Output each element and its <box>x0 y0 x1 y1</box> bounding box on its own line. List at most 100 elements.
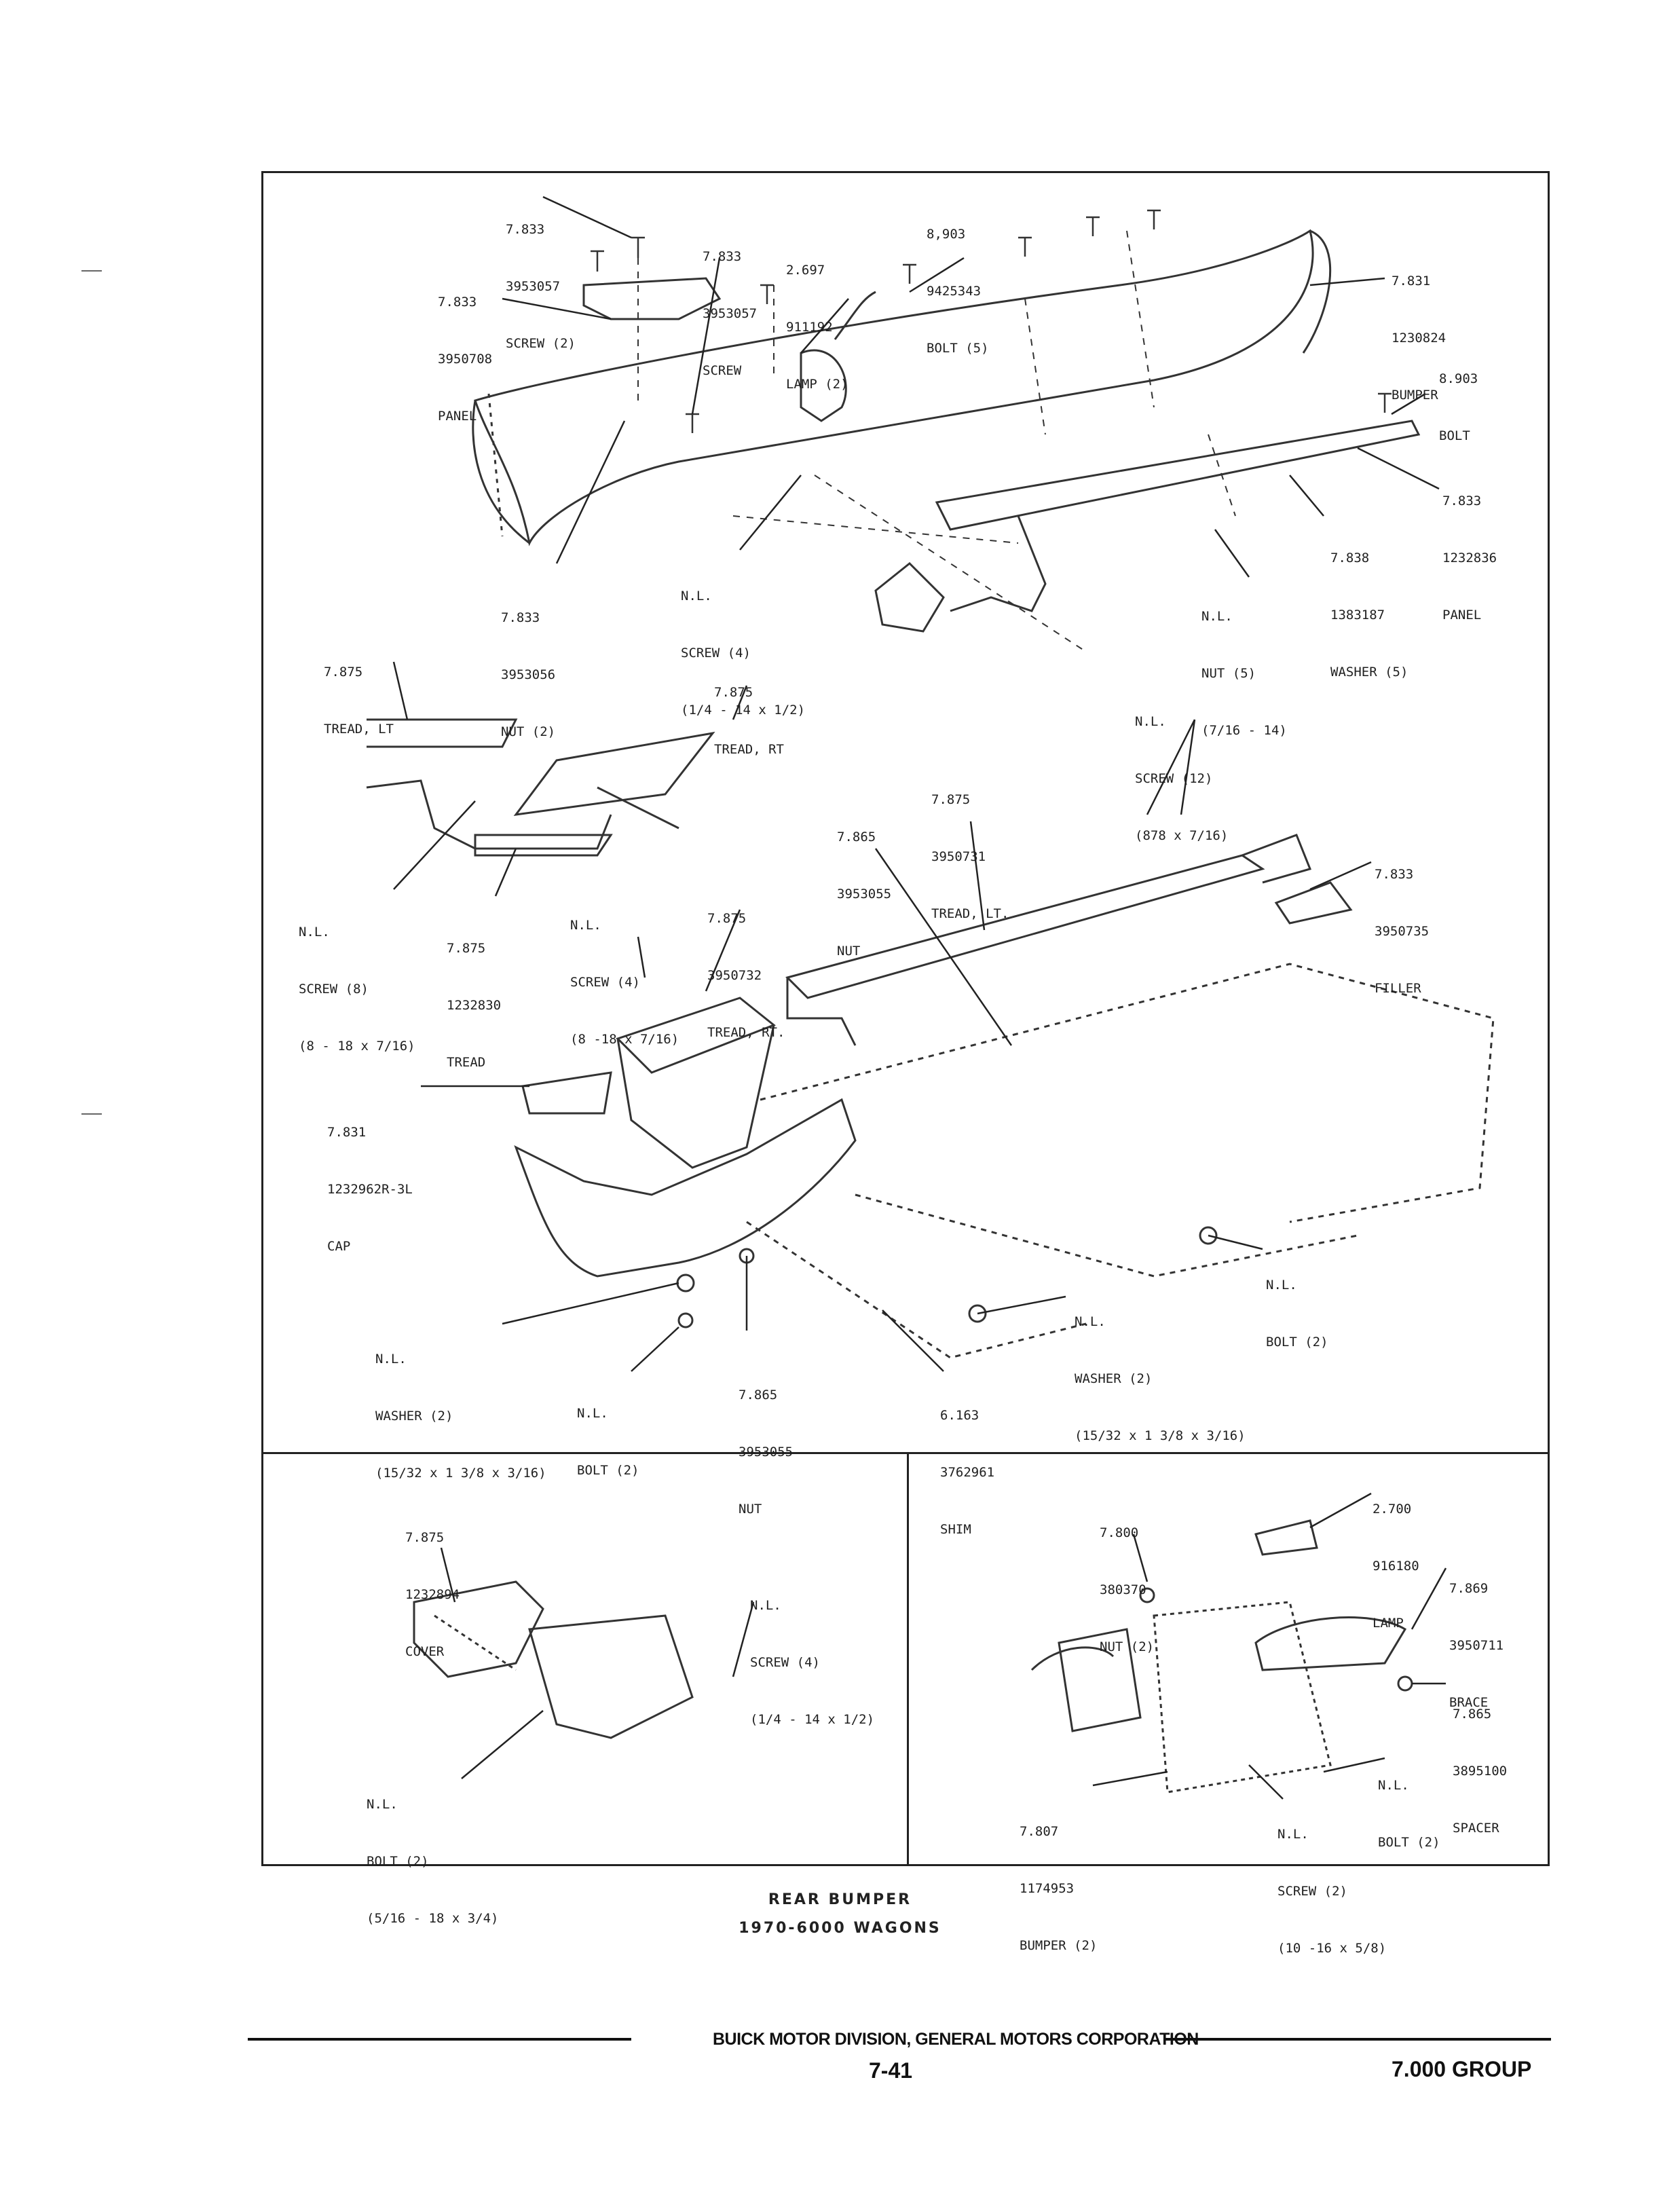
callout-washer-2-right: N.L. WASHER (2) (15/32 x 1 3/8 x 3/16) <box>1075 1274 1246 1464</box>
label-line: 7.838 <box>1330 551 1370 565</box>
label-line: 7.865 <box>837 830 876 844</box>
callout-tread-rt-small: 7.875 TREAD, RT <box>714 645 784 778</box>
callout-tread-rt-big: 7.875 3950732 TREAD, RT. <box>707 871 785 1061</box>
label-line: 7.865 <box>739 1388 778 1402</box>
label-line: SCREW <box>703 363 742 378</box>
label-line: SCREW (2) <box>1277 1884 1347 1899</box>
label-line: FILLER <box>1375 981 1421 996</box>
label-line: 7.833 <box>1375 867 1414 882</box>
label-line: 7.875 <box>447 941 486 956</box>
callout-screw-2-top: 7.833 3953057 SCREW (2) <box>506 182 576 372</box>
callout-screw-8: N.L. SCREW (8) (8 - 18 x 7/16) <box>299 885 415 1075</box>
rear-bumper-bar <box>474 229 1314 546</box>
callout-screw-4-bl: N.L. SCREW (4) (1/4 - 14 x 1/2) <box>750 1558 874 1748</box>
label-line: TREAD, LT <box>324 722 394 737</box>
tread-lt-big-part <box>785 854 1265 999</box>
callout-brace: 7.869 3950711 BRACE <box>1449 1541 1504 1731</box>
label-line: PANEL <box>1442 608 1482 623</box>
label-line: 3950731 <box>931 849 986 864</box>
label-line: 3953057 <box>506 279 561 294</box>
label-line: 380370 <box>1100 1582 1146 1597</box>
label-line: 7.831 <box>327 1125 367 1140</box>
label-line: TREAD <box>447 1055 486 1070</box>
callout-tread-1232830: 7.875 1232830 TREAD <box>447 901 501 1091</box>
callout-washer-5: 7.838 1383187 WASHER (5) <box>1330 510 1408 701</box>
label-line: 2.697 <box>786 263 825 278</box>
end-cap <box>521 1071 612 1115</box>
label-line: N.L. <box>367 1797 398 1812</box>
label-line: TREAD, LT. <box>931 906 1009 921</box>
label-line: (15/32 x 1 3/8 x 3/16) <box>1075 1428 1246 1443</box>
footer-corporation: BUICK MOTOR DIVISION, GENERAL MOTORS COR… <box>713 2030 1199 2049</box>
label-line: SCREW (4) <box>681 646 751 661</box>
label-line: N.L. <box>1201 609 1233 624</box>
label-line: 1232894 <box>405 1587 460 1602</box>
label-line: 3953055 <box>837 887 892 902</box>
caption-subtitle: 1970-6000 WAGONS <box>739 1920 941 1937</box>
callout-tread-lt-big: 7.875 3950731 TREAD, LT. <box>931 752 1009 942</box>
callout-shim: 6.163 3762961 SHIM <box>940 1368 994 1558</box>
label-line: N.L. <box>750 1598 781 1613</box>
callout-filler: 7.833 3950735 FILLER <box>1375 827 1429 1017</box>
callout-screw-12: N.L. SCREW (12) (878 x 7/16) <box>1135 674 1228 864</box>
callout-nut-3953055-top: 7.865 3953055 NUT <box>837 789 891 980</box>
label-line: 3950735 <box>1375 924 1430 939</box>
label-line: (1/4 - 14 x 1/2) <box>681 703 806 718</box>
label-line: 7.833 <box>1442 494 1482 508</box>
label-line: SCREW (2) <box>506 336 576 351</box>
callout-washer-2-left: N.L. WASHER (2) (15/32 x 1 3/8 x 3/16) <box>375 1312 546 1502</box>
label-line: 916180 <box>1373 1559 1419 1574</box>
label-line: N.L. <box>1266 1278 1297 1293</box>
label-line: 7.833 <box>438 295 477 310</box>
label-line: 7.800 <box>1100 1525 1139 1540</box>
label-line: 3953055 <box>739 1445 794 1460</box>
lower-bumper-body <box>514 1098 857 1278</box>
label-line: 3950711 <box>1449 1638 1504 1653</box>
label-line: 9425343 <box>927 284 982 299</box>
callout-spacer: 7.865 3895100 SPACER <box>1453 1667 1507 1857</box>
label-line: NUT (2) <box>1100 1639 1155 1654</box>
label-line: SCREW (4) <box>750 1655 820 1670</box>
lamp-bracket <box>1254 1519 1318 1556</box>
label-line: BUMPER (2) <box>1020 1938 1098 1953</box>
callout-tread-lt-small: 7.875 TREAD, LT <box>324 625 394 758</box>
label-line: N.L. <box>1075 1314 1106 1329</box>
label-line: 3953056 <box>501 667 556 682</box>
footer-group: 7.000 GROUP <box>1392 2057 1532 2081</box>
label-line: 8,903 <box>927 227 966 242</box>
label-line: (8 - 18 x 7/16) <box>299 1039 415 1054</box>
label-line: 1232962R-3L <box>327 1182 413 1197</box>
label-line: SPACER <box>1453 1821 1499 1836</box>
label-line: LAMP <box>1373 1616 1404 1631</box>
label-line: 8.903 <box>1439 371 1478 386</box>
label-line: 1383187 <box>1330 608 1385 623</box>
label-line: 7.833 <box>501 610 540 625</box>
callout-bolt-2-left: N.L. BOLT (2) <box>577 1366 639 1499</box>
label-line: N.L. <box>375 1352 407 1367</box>
label-line: 7.875 <box>405 1530 445 1545</box>
label-line: (15/32 x 1 3/8 x 3/16) <box>375 1466 546 1481</box>
label-line: (7/16 - 14) <box>1201 723 1287 738</box>
label-line: CAP <box>327 1239 351 1254</box>
label-line: N.L. <box>577 1406 608 1421</box>
bottom-right-frame <box>907 1452 1550 1866</box>
label-line: BOLT (2) <box>1378 1835 1440 1850</box>
rear-bumper-panel <box>935 420 1421 531</box>
label-line: N.L. <box>1378 1778 1409 1793</box>
margin-mark <box>81 1113 102 1115</box>
callout-bumper-2: 7.807 1174953 BUMPER (2) <box>1020 1784 1097 1974</box>
label-line: WASHER (2) <box>375 1409 453 1424</box>
label-line: 7.833 <box>703 249 742 264</box>
label-line: 1232830 <box>447 998 502 1013</box>
label-line: BOLT (5) <box>927 341 989 356</box>
callout-nut-2-top: 7.833 3953056 NUT (2) <box>501 570 555 760</box>
label-line: 3950708 <box>438 352 493 367</box>
label-line: 3950732 <box>707 968 762 983</box>
label-line: 1230824 <box>1392 331 1446 346</box>
label-line: BRACE <box>1449 1695 1489 1710</box>
label-line: SCREW (4) <box>570 975 640 990</box>
cover-part <box>413 1580 544 1678</box>
callout-nut-5: N.L. NUT (5) (7/16 - 14) <box>1201 569 1287 759</box>
label-line: 7.875 <box>931 792 971 807</box>
callout-bolt-2-bl: N.L. BOLT (2) (5/16 - 18 x 3/4) <box>367 1757 498 1947</box>
